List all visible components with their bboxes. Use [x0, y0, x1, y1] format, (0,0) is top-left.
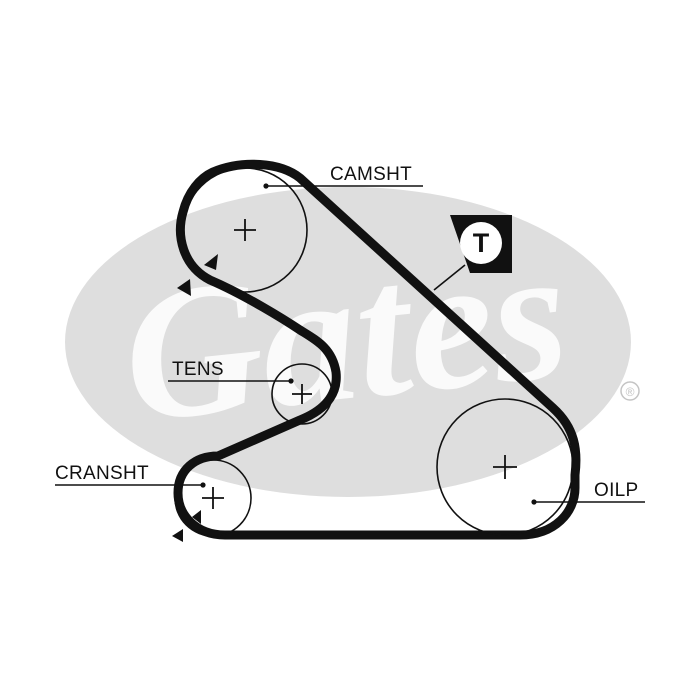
tensioner-label: TENS [172, 359, 224, 380]
crankshaft-center-cross-icon [202, 487, 224, 509]
crankshaft-timing-mark-icon [172, 510, 201, 542]
camshaft-callout: CAMSHT [263, 164, 423, 189]
oil-pump-label: OILP [594, 480, 639, 501]
tensioner-callout: TENS [168, 359, 294, 384]
camshaft-timing-mark-icon [177, 254, 218, 296]
tensioner-pulley [271, 363, 333, 425]
badge-letter: T [473, 228, 490, 258]
oil-pump-pulley [436, 398, 574, 536]
oil-pump-callout: OILP [531, 480, 645, 505]
registered-mark-icon: ® [620, 381, 640, 401]
camshaft-center-cross-icon [234, 219, 256, 241]
tensioner-badge-icon: T [433, 215, 512, 291]
camshaft-label: CAMSHT [330, 164, 412, 185]
crankshaft-label: CRANSHT [55, 463, 149, 484]
crankshaft-pulley [174, 459, 252, 537]
tensioner-center-cross-icon [292, 384, 312, 404]
oil-pump-center-cross-icon [493, 455, 517, 479]
svg-text:®: ® [626, 385, 635, 399]
camshaft-pulley [182, 167, 308, 293]
gates-logo-watermark: Gates ® [65, 187, 640, 497]
crankshaft-callout: CRANSHT [55, 463, 206, 488]
